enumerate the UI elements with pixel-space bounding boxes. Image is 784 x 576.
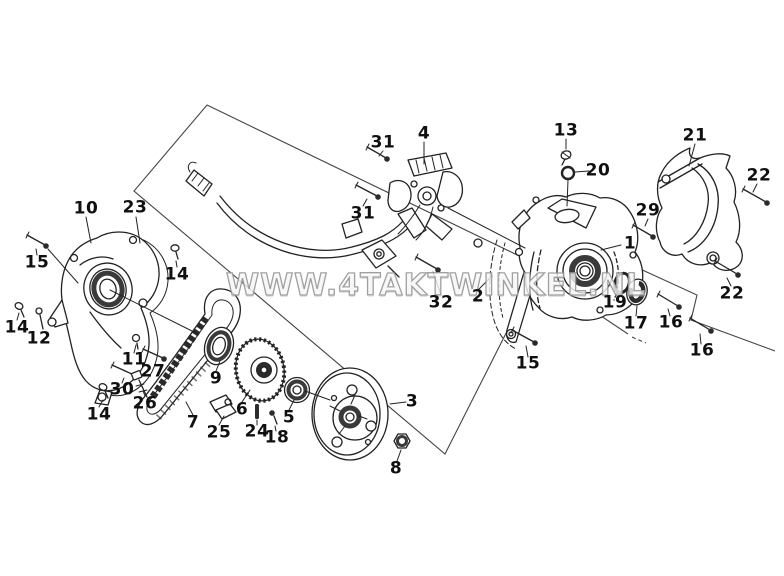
part-label-22b: 22 (719, 283, 745, 304)
screw-18 (269, 410, 278, 425)
bolt-31-upper (365, 143, 390, 162)
screw-14-lower (98, 382, 109, 399)
part-label-1: 1 (623, 233, 637, 254)
part-label-29: 29 (635, 200, 661, 221)
part-label-23: 23 (122, 197, 148, 218)
part-label-8: 8 (389, 458, 403, 479)
part-label-7: 7 (186, 412, 200, 433)
flywheel (311, 367, 389, 461)
bearing (283, 376, 311, 404)
construction-box-main (133, 104, 541, 455)
cable-clamp (341, 218, 363, 239)
leader-lines (16, 138, 758, 462)
part-label-10: 10 (73, 198, 99, 219)
screw-12 (35, 307, 44, 330)
part-label-4: 4 (417, 123, 431, 144)
stator-cable (185, 161, 410, 278)
part-label-16a: 16 (658, 312, 684, 333)
bolt-16-upper (656, 290, 682, 310)
starter-gear (233, 337, 287, 403)
part-label-20: 20 (585, 160, 611, 181)
part-label-24: 24 (244, 421, 270, 442)
stator-assembly (387, 152, 464, 241)
bolt-22-lower (713, 257, 741, 278)
bolt-26 (130, 369, 148, 398)
tensioner-parts (209, 394, 237, 420)
watermark: WWW.4TAKTWINKEL.NL (225, 268, 646, 303)
part-label-18: 18 (264, 427, 290, 448)
part-label-11: 11 (121, 349, 147, 370)
part-label-6: 6 (235, 399, 249, 420)
part-label-30: 30 (109, 379, 135, 400)
seal-cap-17 (626, 278, 648, 306)
screw-14-upper (170, 244, 180, 260)
cover-gasket-dashed (489, 239, 517, 350)
part-label-25: 25 (206, 422, 232, 443)
part-label-19: 19 (602, 292, 628, 313)
part-label-14a: 14 (164, 264, 190, 285)
part-label-9: 9 (209, 368, 223, 389)
part-label-2: 2 (471, 286, 485, 307)
part-label-13: 13 (553, 120, 579, 141)
bolt-32 (414, 253, 441, 273)
part-label-12: 12 (26, 328, 52, 349)
part-label-14b: 14 (4, 317, 30, 338)
bolt-27 (141, 345, 167, 362)
bolt-29 (631, 221, 656, 240)
bolt-16-lower (688, 314, 714, 334)
part-label-3: 3 (405, 391, 419, 412)
bolt-22-upper (741, 185, 770, 206)
part-label-5: 5 (282, 407, 296, 428)
part-label-26: 26 (132, 393, 158, 414)
oring-20 (560, 165, 576, 181)
part-label-15b: 15 (515, 353, 541, 374)
dowel-pin-24 (255, 404, 259, 419)
flywheel-nut (393, 433, 411, 449)
part-label-32: 32 (428, 292, 454, 313)
part-label-31b: 31 (350, 203, 376, 224)
part-label-31a: 31 (370, 132, 396, 153)
screw-14-left (14, 301, 25, 318)
cable-connector (185, 169, 213, 197)
part-label-22a: 22 (746, 165, 772, 186)
part-label-21: 21 (682, 125, 708, 146)
bolt-31-lower (354, 181, 381, 200)
part-label-15a: 15 (24, 252, 50, 273)
cam-sprocket (203, 326, 235, 366)
cam-chain (136, 288, 241, 426)
sprocket-cover (655, 147, 743, 272)
bolt-15-center (510, 326, 538, 346)
right-crankcase-cover (473, 192, 644, 344)
part-label-16b: 16 (689, 340, 715, 361)
part-label-17: 17 (623, 313, 649, 334)
screw-13 (560, 150, 572, 166)
screw-11 (131, 333, 141, 350)
bolt-15-left (25, 231, 49, 249)
part-label-14c: 14 (86, 404, 112, 425)
part-label-27: 27 (140, 361, 166, 382)
